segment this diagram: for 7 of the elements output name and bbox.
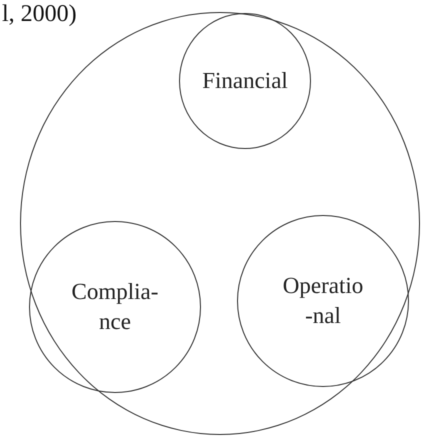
circle — [237, 215, 409, 387]
circle-label: Operatio -nal — [282, 272, 364, 330]
citation-text: l, 2000) — [2, 1, 77, 28]
circle-label: Financial — [201, 67, 289, 96]
circle — [29, 221, 201, 393]
circle-label: Complia- nce — [70, 278, 160, 336]
circle — [179, 13, 311, 149]
